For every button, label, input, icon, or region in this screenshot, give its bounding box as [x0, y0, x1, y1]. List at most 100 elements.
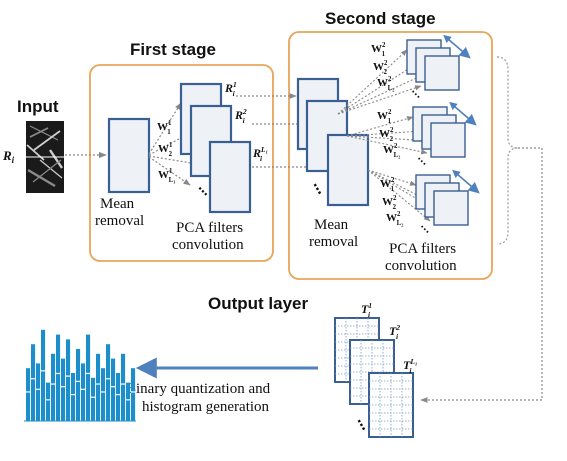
stage2-filter-label-sup: 2 [388, 109, 392, 116]
histogram-bar [86, 334, 91, 421]
histogram [24, 329, 136, 422]
stage1-filter-label-3-symbol: W [158, 169, 169, 181]
input-texture-stroke [32, 159, 62, 183]
histogram-bar [66, 339, 71, 421]
stage1-fan-lines [148, 102, 210, 186]
stage2-bracket [496, 56, 519, 245]
output-map-label-1-sup: 1 [368, 301, 372, 310]
stage2-map [433, 190, 469, 226]
second-stage-heading: Second stage [325, 9, 436, 28]
first-stage-heading: First stage [130, 40, 216, 59]
histogram-bar [91, 377, 96, 421]
stage1-output-label-3-sub: i [260, 154, 263, 163]
stage2-blue-arrow [449, 101, 477, 126]
output-dots: ⋯ [352, 416, 371, 435]
stage2-fan-line [337, 63, 417, 115]
stage2-filter-dots: ⋯ [413, 153, 429, 169]
stage2-filter-label-sub: 2 [393, 204, 397, 211]
histogram-bar [36, 363, 41, 421]
histogram-bar [126, 382, 131, 421]
input-texture-stroke [29, 125, 59, 141]
stage2-filter-label-sup: 2 [394, 143, 398, 150]
stage2-filter-label-sup: 2 [393, 195, 397, 202]
stage1-filter-label-2-sup: 1 [169, 142, 173, 149]
output-layer-heading: Output layer [208, 294, 309, 313]
stage2-filter-label-sub: L₂ [388, 85, 395, 92]
output-map-label-2-symbol: T [389, 324, 397, 338]
input-texture-stroke [27, 168, 56, 188]
stage2-filter-label-sub: 1 [388, 118, 392, 125]
histogram-bar [61, 358, 66, 421]
stage2-filter-label-sub: 2 [384, 69, 388, 76]
stage2-fan-line [337, 85, 422, 115]
to-output-connector [420, 147, 543, 403]
stage2-filter-label-sub: L₂ [397, 220, 404, 227]
stage1-output-label-1-sup: 1 [233, 80, 237, 89]
input-texture-stroke [33, 130, 61, 151]
histogram-bar [116, 373, 121, 421]
stage2-filter-dots: ⋯ [407, 86, 423, 102]
output-map-label-3-symbol: T [403, 358, 411, 372]
input-symbol: Ri [2, 148, 15, 165]
stage2-filter-label-sup: 2 [390, 127, 394, 134]
histogram-bar [111, 358, 116, 421]
stage1-filter-label-3-sup: 1 [169, 168, 173, 175]
stage2-filter-label-symbol: W [383, 144, 394, 156]
output-map-3 [368, 372, 414, 438]
stage1-output-label-2-symbol: R [234, 108, 243, 122]
stage1-map-3 [208, 140, 252, 214]
input-texture-stroke [39, 159, 63, 179]
stage2-fan-line [337, 49, 408, 115]
stage2-fan-line [346, 128, 423, 137]
histogram-bar [101, 368, 106, 421]
stage1-pca-label: PCA filters [176, 220, 243, 236]
stage2-filter-label: W2 1 [377, 109, 392, 125]
input-texture-stroke [49, 149, 63, 169]
second-stage-frame [288, 31, 493, 280]
stage2-filter-label-sub: L₂ [394, 152, 401, 159]
stage2-filter-label-sup: 2 [397, 211, 401, 218]
stage2-mean-dots: ⋯ [308, 180, 327, 199]
stage2-filter-label-symbol: W [377, 77, 388, 89]
histogram-bar [46, 382, 51, 421]
stage2-filter-label-symbol: W [371, 43, 382, 55]
histogram-bar [56, 334, 61, 421]
histogram-bar [71, 373, 76, 421]
stage1-output-label-3-symbol: R [252, 146, 261, 160]
stage2-blue-arrow [443, 34, 471, 59]
histogram-bar [81, 363, 86, 421]
input-symbol-sub: i [12, 155, 15, 165]
stage2-mean-label: Mean [314, 217, 349, 233]
input-symbol-main: R [2, 148, 12, 163]
histogram-bar [121, 353, 126, 421]
input-texture-stroke [29, 127, 49, 138]
stage2-filter-label-sup: 2 [384, 60, 388, 67]
stage2-filter-label-symbol: W [377, 110, 388, 122]
stage2-filter-label-symbol: W [386, 212, 397, 224]
histogram-bar [96, 353, 101, 421]
output-map-label-2-sup: 2 [395, 323, 400, 332]
input-image [26, 121, 64, 193]
stage1-mean-label: Mean [100, 196, 135, 212]
stage2-removal-label: removal [309, 234, 358, 250]
stage2-filter-label-sub: 1 [382, 51, 386, 58]
output-map-label-1-sub: i [368, 310, 371, 319]
stage2-filter-label-sub: 2 [390, 136, 394, 143]
first-stage-frame [89, 64, 274, 262]
